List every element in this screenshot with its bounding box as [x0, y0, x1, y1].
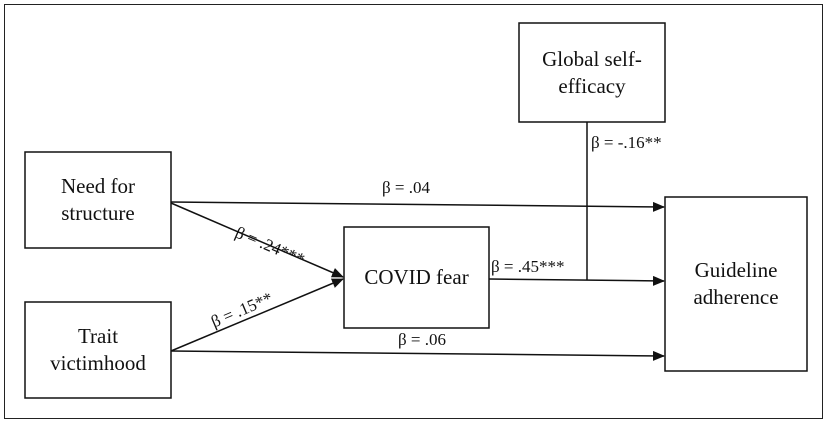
- coef-structure-to-adherence: β = .04: [382, 178, 430, 197]
- arrow-structure-to-adherence: [170, 201, 665, 212]
- box-global-self-efficacy: [518, 22, 666, 123]
- arrow-victimhood-to-fear: [170, 278, 344, 352]
- box-trait-victimhood: [24, 301, 172, 399]
- arrow-victimhood-to-adherence: [170, 350, 665, 361]
- box-guideline-adherence: [664, 196, 808, 372]
- label-covid-fear: COVID fear: [364, 265, 469, 289]
- box-covid-fear: [343, 226, 490, 329]
- arrow-fear-to-adherence: [488, 275, 665, 286]
- label-global-self-efficacy: Global self-efficacy: [542, 46, 642, 98]
- arrow-structure-to-fear: [170, 202, 344, 278]
- coef-efficacy-moderation: β = -.16**: [591, 133, 662, 152]
- coef-fear-to-adherence: β = .45***: [491, 257, 565, 276]
- box-need-for-structure: [24, 151, 172, 249]
- coef-victimhood-to-adherence: β = .06: [398, 330, 446, 349]
